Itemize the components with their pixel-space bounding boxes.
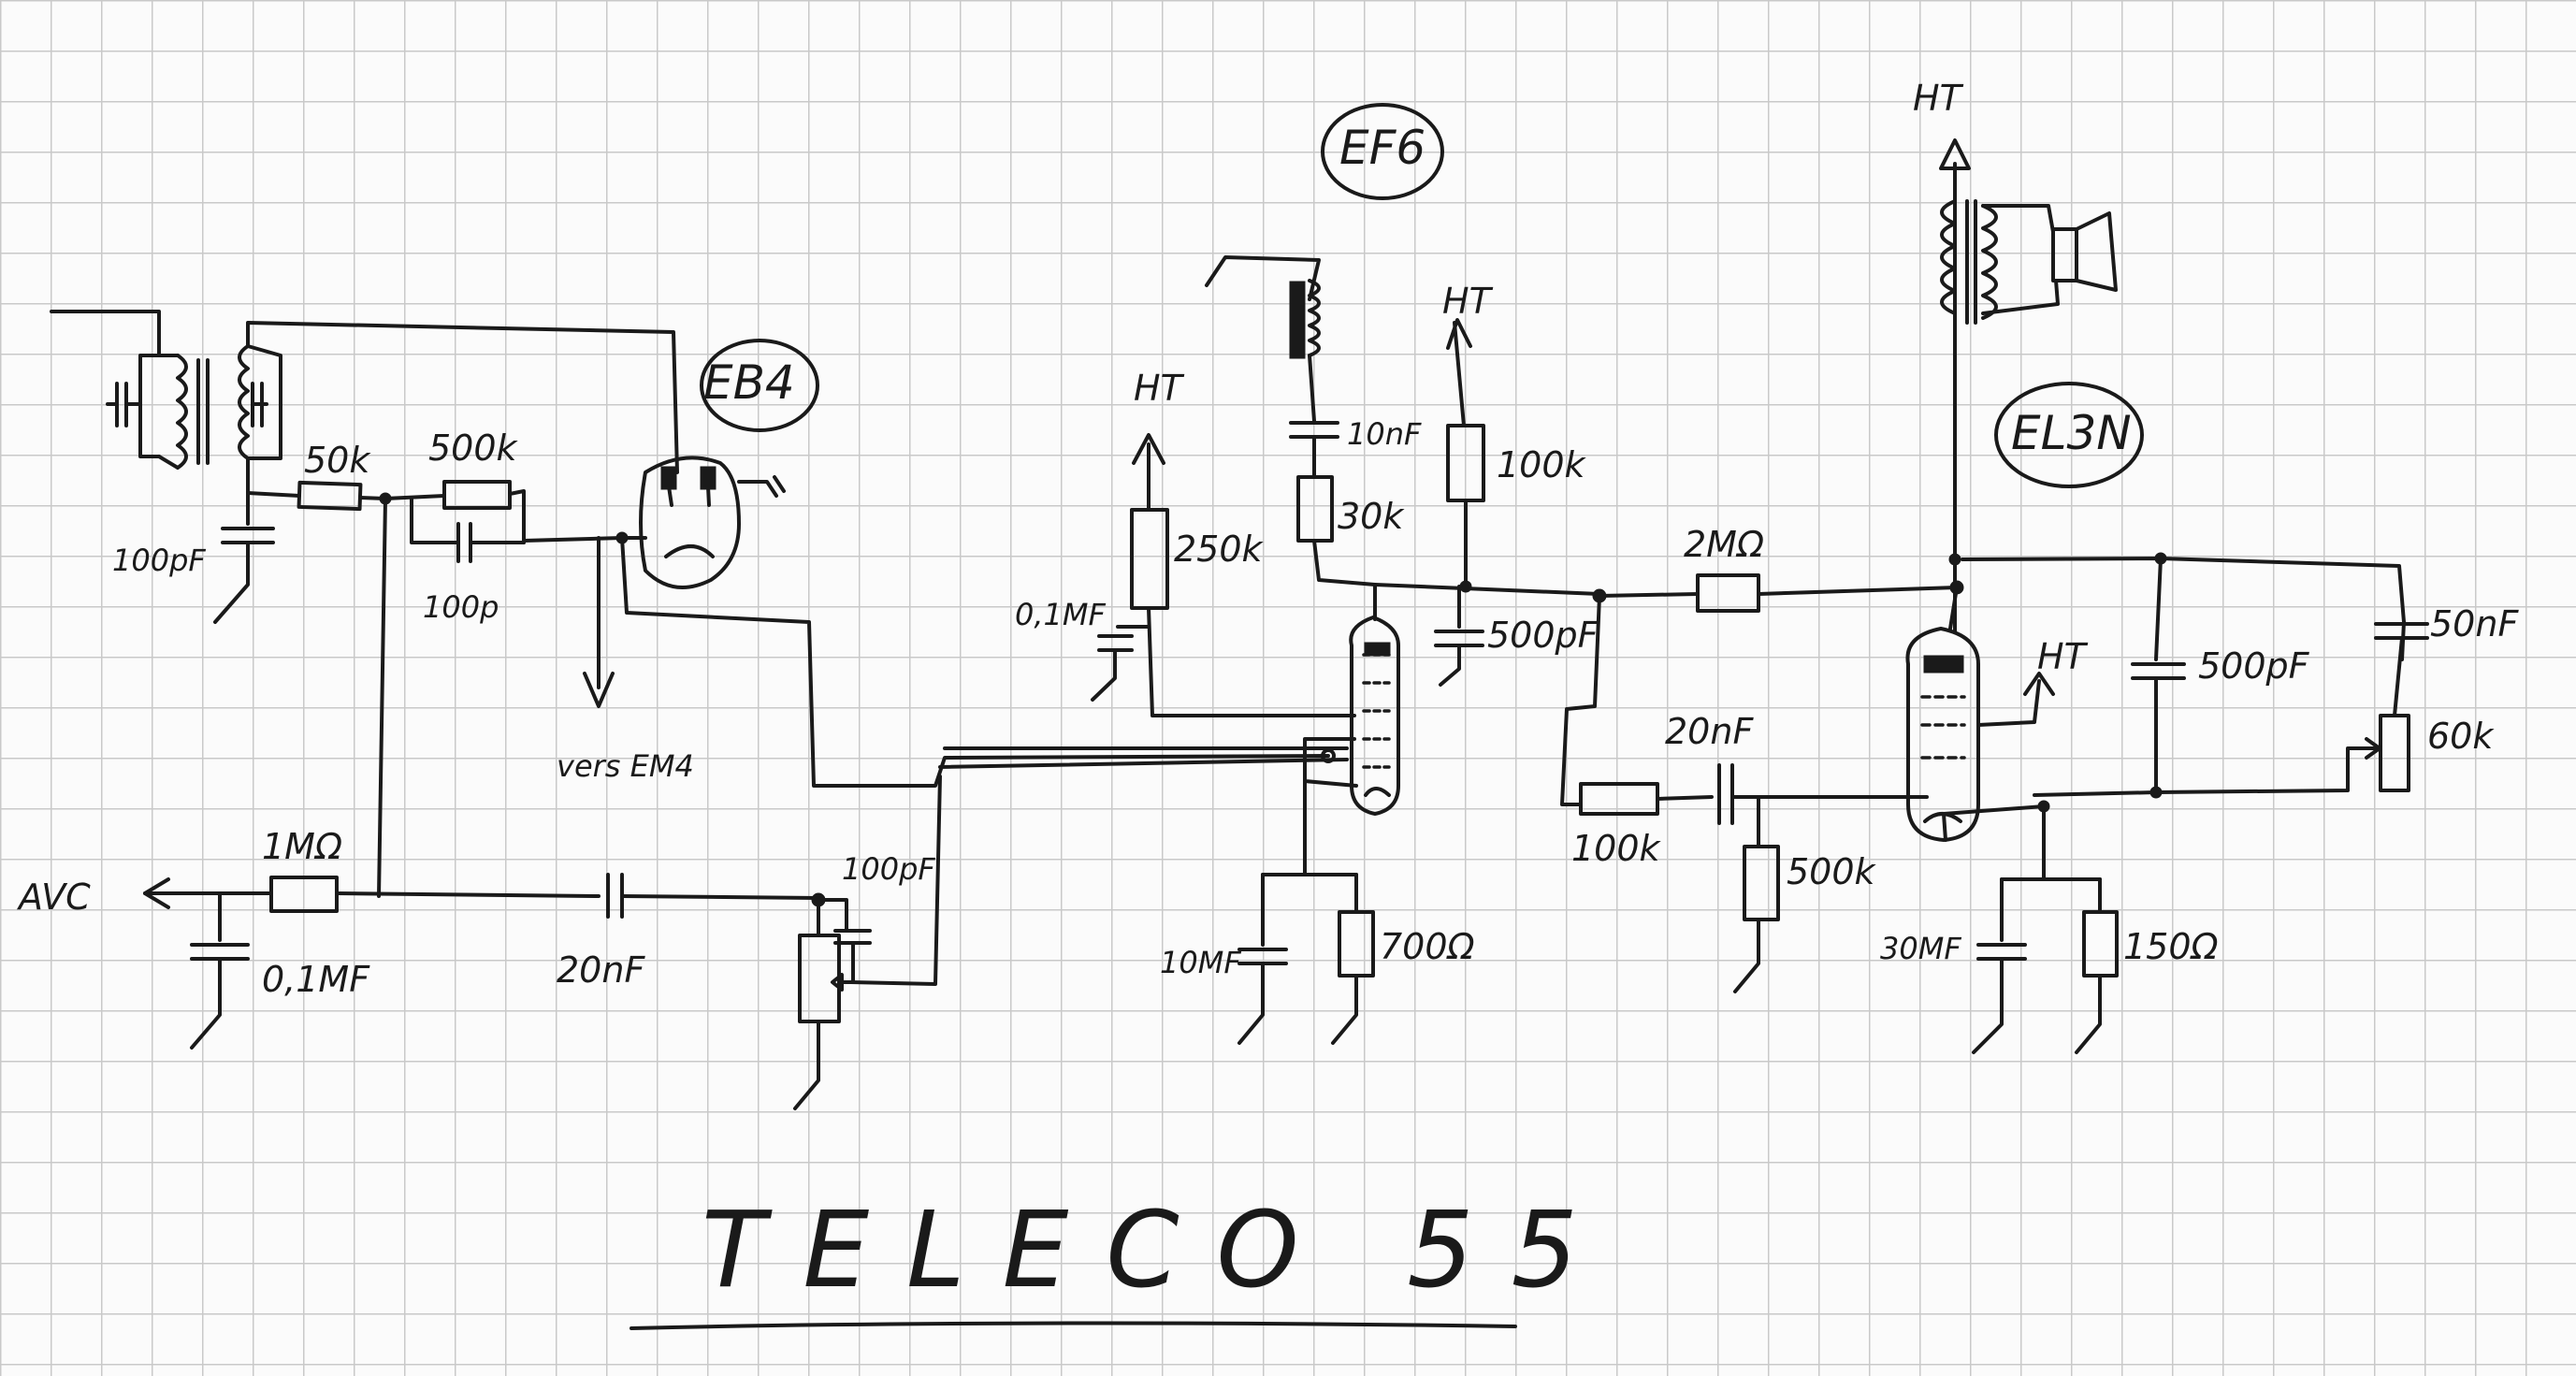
label-50nf: 50nF — [2430, 603, 2519, 645]
el3n-circle — [1994, 382, 2144, 488]
label-50k: 50k — [304, 440, 371, 481]
label-vers-em4: vers EM4 — [557, 748, 694, 784]
label-100pf-pot: 100pF — [842, 851, 935, 887]
label-250k: 250k — [1174, 529, 1265, 570]
ef6-cathode-network: 10MF 700Ω — [1160, 737, 1475, 1045]
title-underline — [630, 1321, 1517, 1330]
label-500k: 500k — [428, 427, 519, 469]
resistor-500k: 500k 100p — [384, 427, 526, 625]
feedback-network: 100k 20nF 500k — [1560, 594, 1910, 993]
ef6-plate-network: 10nF 30k — [1205, 255, 1422, 621]
label-60k: 60k — [2427, 716, 2495, 757]
label-ef6: EF6 — [1339, 121, 1425, 175]
label-10nf: 10nF — [1347, 416, 1422, 452]
label-150: 150Ω — [2123, 926, 2219, 967]
wire-ef6-grid — [938, 758, 1349, 769]
el3n-screen: HT — [1976, 636, 2089, 727]
label-eb4: EB4 — [703, 355, 795, 410]
label-100k-fb: 100k — [1571, 828, 1662, 869]
label-avc: AVC — [16, 876, 91, 918]
label-el3n: EL3N — [2011, 406, 2132, 460]
label-500pf-el3n: 500pF — [2198, 645, 2310, 687]
volume-potentiometer: 100pF — [793, 775, 942, 1110]
wire-plate-to-nfb — [1961, 557, 2406, 624]
capacitor-20nf-coupling: 20nF — [557, 873, 826, 991]
page-title: TELECO 55 — [702, 1190, 1615, 1311]
label-ht-el3n-g2: HT — [2037, 636, 2089, 677]
label-100k-plate: 100k — [1497, 444, 1587, 485]
ef6-screen-network: HT 250k 0,1MF — [1015, 368, 1356, 717]
arrow-vers-em4: vers EM4 — [557, 536, 694, 784]
output-transformer: HT — [1913, 78, 2118, 544]
label-20nf-el3n: 20nF — [1665, 711, 1754, 752]
label-01mf-avc: 0,1MF — [262, 959, 370, 1000]
label-10mf: 10MF — [1160, 945, 1241, 980]
label-ht-top: HT — [1913, 78, 1964, 119]
junction-plate — [1948, 553, 1961, 566]
label-500pf-ef6: 500pF — [1487, 615, 1599, 656]
ef6-plate-load: HT 100k 500pF — [1373, 281, 1607, 687]
label-100pf-left: 100pF — [112, 543, 206, 578]
label-30mf: 30MF — [1880, 931, 1961, 966]
resistor-2m: 2MΩ — [1598, 524, 1964, 613]
avc-network: AVC 1MΩ 0,1MF — [16, 497, 601, 1050]
ef6-tube: EF6 — [1321, 103, 1444, 816]
label-500k-grid: 500k — [1787, 851, 1877, 892]
el3n-cathode-network: 30MF 150Ω — [1880, 800, 2219, 1054]
label-ht-ef6-g2: HT — [1134, 368, 1185, 409]
tone-network: 50nF 60k — [2033, 603, 2519, 797]
label-100p: 100p — [423, 589, 499, 625]
capacitor-100pf-left: 100pF — [112, 491, 275, 624]
label-1m: 1MΩ — [262, 826, 342, 867]
if-transformer — [50, 310, 679, 495]
capacitor-500pf-el3n: 500pF — [2131, 557, 2310, 799]
label-30k: 30k — [1338, 496, 1405, 537]
label-2m: 2MΩ — [1684, 524, 1764, 565]
wire-diode — [522, 536, 624, 543]
el3n-tube: EL3N — [1905, 382, 2144, 842]
label-ht-ef6-plate: HT — [1442, 281, 1494, 322]
resistor-50k: 50k — [246, 440, 387, 512]
label-700: 700Ω — [1380, 926, 1475, 967]
label-01mf-g2: 0,1MF — [1015, 597, 1107, 632]
label-20nf-coupling: 20nF — [557, 949, 645, 991]
eb4-circle — [700, 339, 819, 432]
ef6-circle — [1321, 103, 1444, 200]
